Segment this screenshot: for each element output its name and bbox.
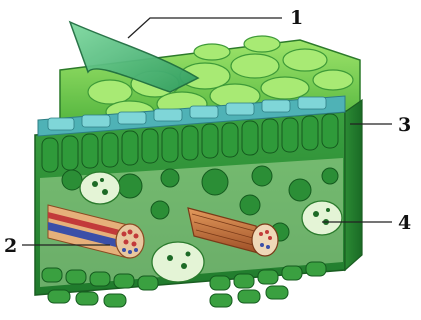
label-1: 1: [290, 7, 303, 29]
label-4: 4: [398, 212, 411, 234]
side-face: [345, 100, 362, 270]
label-3: 3: [398, 114, 411, 136]
label-2: 2: [4, 235, 17, 257]
